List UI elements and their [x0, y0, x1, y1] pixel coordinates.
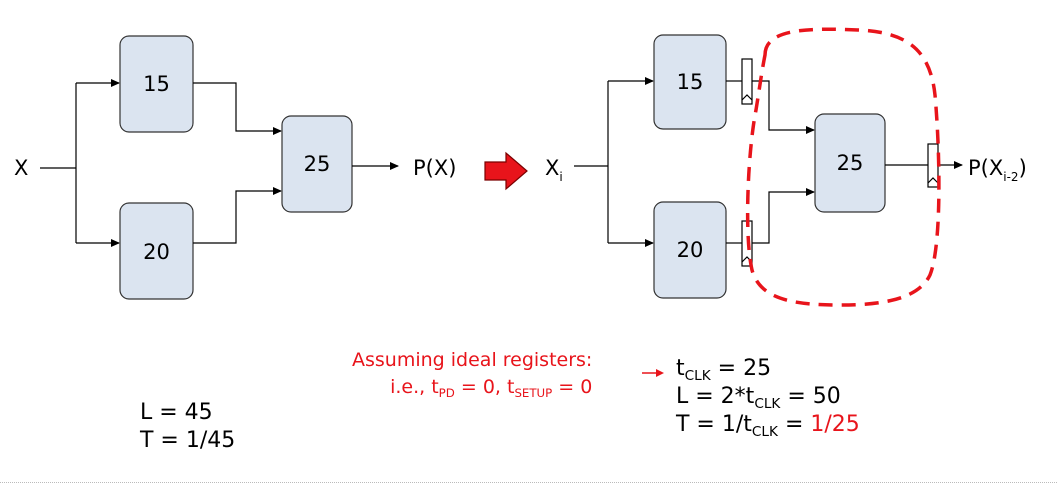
assumption-arrow-icon — [656, 369, 664, 377]
pipelined-throughput: T = 1/tCLK = 1/25 — [676, 412, 860, 440]
assumption-line-2: i.e., tPD = 0, tSETUP = 0 — [390, 376, 593, 401]
right-block-25-label: 25 — [837, 151, 864, 175]
left-wire-15-to-25 — [193, 82, 282, 135]
clock-period: tCLK = 25 — [676, 356, 772, 384]
right-block-20-label: 20 — [677, 238, 704, 262]
assumption-line-1: Assuming ideal registers: — [352, 349, 593, 371]
right-block-25 — [814, 113, 886, 213]
right-block-20 — [653, 201, 727, 299]
right-block-15-label: 15 — [677, 70, 704, 94]
register-clock-icon — [741, 94, 753, 101]
left-wire-20-to-25 — [193, 187, 282, 244]
left-input-label: X — [14, 156, 28, 180]
throughput-highlight: 1/25 — [810, 412, 860, 437]
pipeline-stage-outline — [745, 27, 941, 307]
left-block-20 — [119, 202, 194, 300]
register-clock-icon — [927, 177, 939, 184]
right-circuit: Xi 15 20 25 P(Xi-2) — [545, 34, 1027, 299]
left-block-25-label: 25 — [304, 152, 331, 176]
divider — [0, 482, 1057, 483]
assumption-note: Assuming ideal registers: i.e., tPD = 0,… — [352, 347, 592, 401]
right-block-15 — [653, 34, 727, 130]
pipeline-register-output — [927, 143, 939, 188]
transform-arrow-icon — [484, 151, 528, 191]
right-wire-reg-to-25-bottom — [752, 188, 815, 244]
combinational-results: L = 45 T = 1/45 — [140, 399, 235, 455]
left-block-25 — [281, 115, 353, 213]
pipeline-register-top — [741, 58, 753, 105]
pipelined-latency: L = 2*tCLK = 50 — [676, 384, 841, 412]
left-block-20-label: 20 — [143, 240, 170, 264]
right-input-label: Xi — [545, 156, 563, 184]
right-output-label: P(Xi-2) — [968, 156, 1027, 184]
left-output-label: P(X) — [413, 156, 456, 180]
combinational-latency: L = 45 — [140, 400, 213, 425]
left-circuit: X 15 20 25 P(X) — [14, 35, 456, 300]
combinational-throughput: T = 1/45 — [140, 428, 236, 453]
left-block-15 — [119, 35, 194, 133]
right-wire-reg-to-25-top — [752, 80, 815, 134]
left-block-15-label: 15 — [143, 72, 170, 96]
pipelined-results: tCLK = 25 L = 2*tCLK = 50 T = 1/tCLK = 1… — [676, 355, 860, 439]
